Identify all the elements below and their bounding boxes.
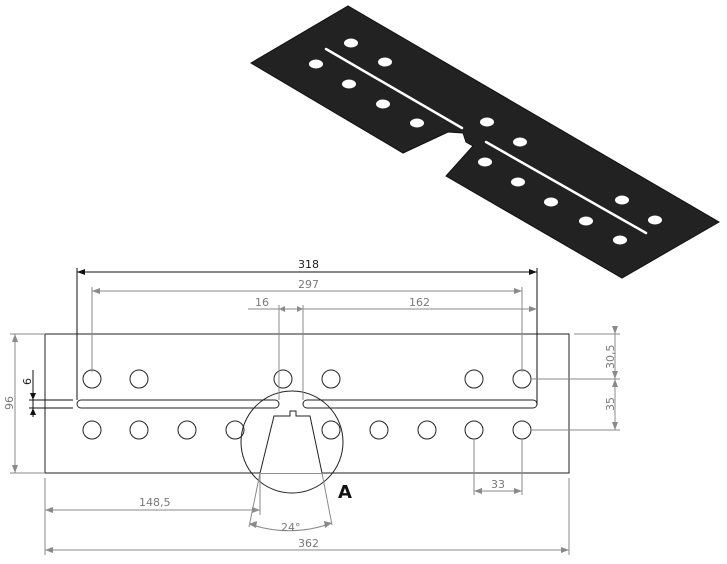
holes-bottom-row bbox=[82, 420, 532, 440]
holes-3d bbox=[309, 38, 662, 245]
front-view: A bbox=[44, 333, 570, 503]
slot-right bbox=[302, 399, 538, 409]
dim-33: 33 bbox=[491, 478, 505, 491]
dim-297: 297 bbox=[298, 278, 319, 291]
dim-162: 162 bbox=[409, 296, 430, 309]
dim-148-5: 148,5 bbox=[139, 496, 171, 509]
isometric-view bbox=[250, 5, 720, 279]
dim-16: 16 bbox=[255, 296, 269, 309]
dimension-lines bbox=[10, 268, 620, 555]
dim-318: 318 bbox=[298, 258, 319, 271]
slot-3d-right bbox=[484, 140, 648, 235]
detail-label: A bbox=[338, 482, 352, 503]
dim-30-5: 30,5 bbox=[604, 345, 617, 370]
detail-circle bbox=[240, 390, 344, 494]
slot-3d-left bbox=[324, 47, 464, 130]
holes-top-row bbox=[82, 369, 532, 389]
dim-96: 96 bbox=[3, 396, 16, 410]
dimension-labels: 318 297 16 162 96 6 148,5 24° 362 30,5 3… bbox=[3, 258, 617, 550]
cutout bbox=[259, 410, 323, 474]
dim-24-deg: 24° bbox=[281, 521, 301, 534]
slot-left bbox=[76, 399, 280, 409]
dim-35: 35 bbox=[604, 397, 617, 411]
dim-362: 362 bbox=[298, 537, 319, 550]
dim-6: 6 bbox=[21, 378, 34, 385]
